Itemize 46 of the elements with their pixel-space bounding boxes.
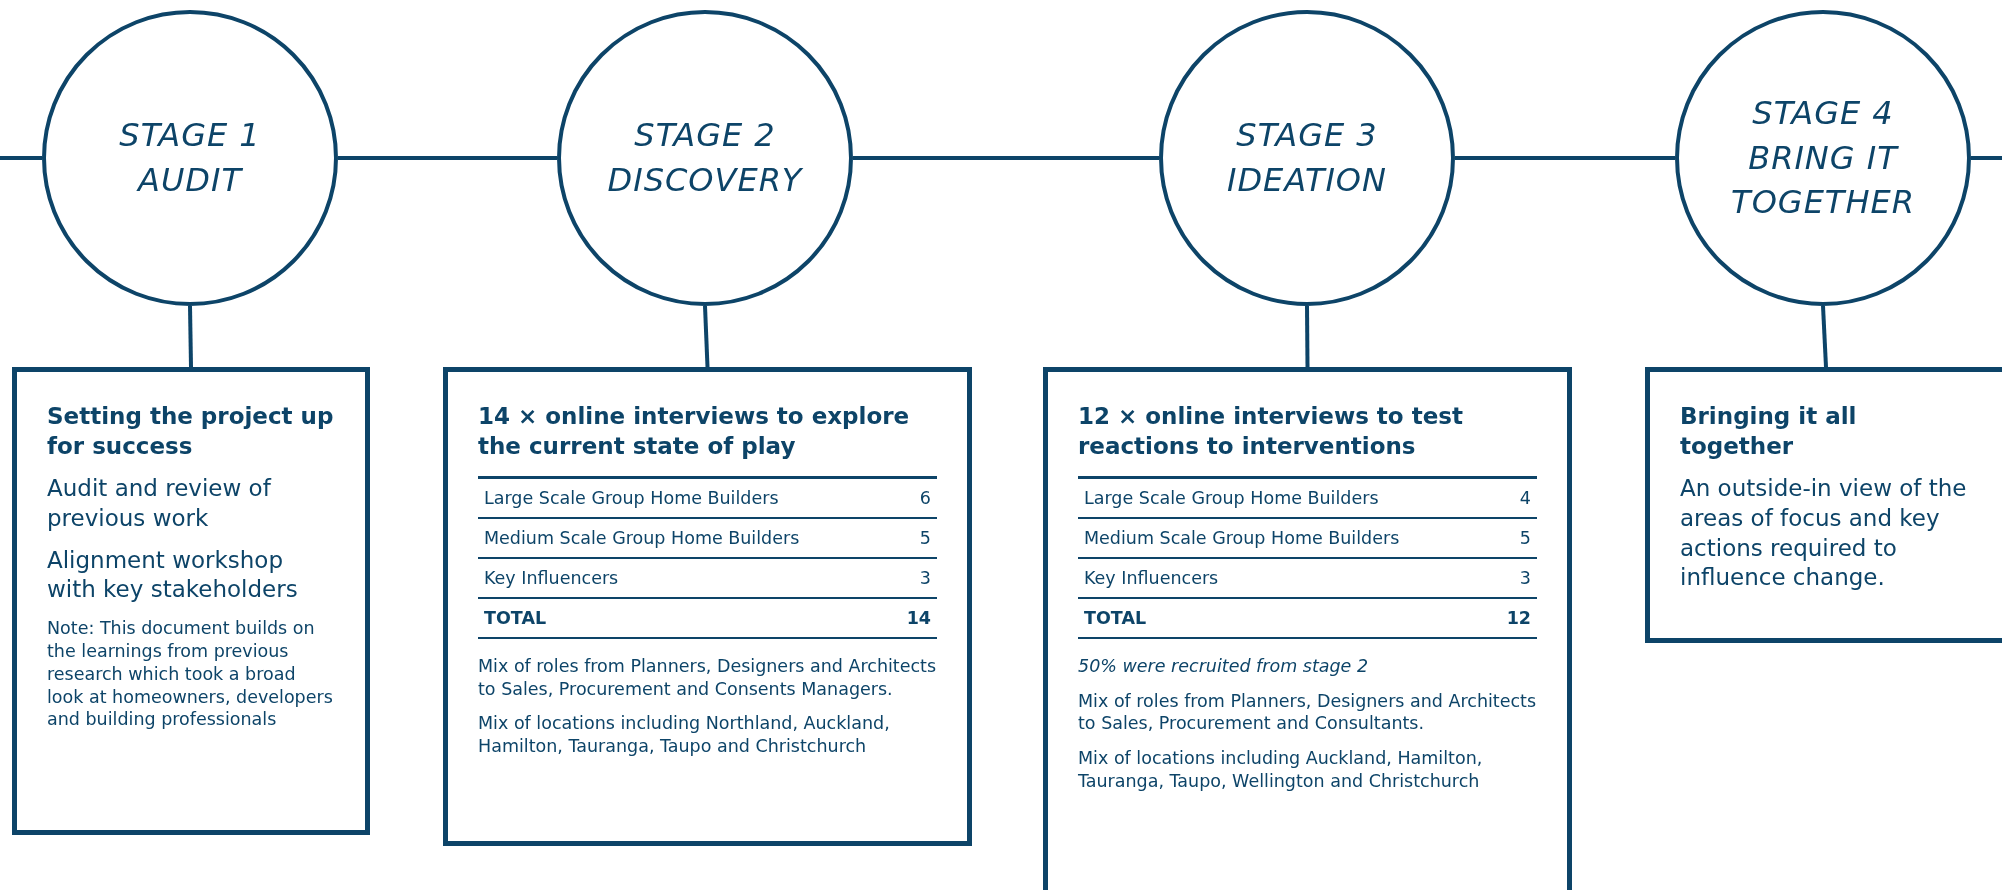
table-cell: TOTAL [478,598,901,639]
stage-card [1645,367,2002,643]
table-cell: 4 [1500,478,1537,519]
table-cell: Medium Scale Group Home Builders [1078,518,1501,559]
table-cell: Medium Scale Group Home Builders [478,518,901,559]
note-text: Note: This document builds on the learnings from previous research which took a broad look at homeowners, developers and building professionals [47,617,334,732]
stage-title: STAGE 4 BRING IT TOGETHER [1730,92,1916,224]
card-heading: Bringing it all together [1680,402,1858,461]
card-heading: 14 × online interviews to explore the current state of play [478,402,911,461]
note-text: Mix of locations including Auckland, Hamilton, Tauranga, Taupo, Wellington and Christchurch [1078,747,1484,793]
connector-line [1971,156,2002,160]
connector-line [1305,306,1310,367]
connector-line [1821,305,1828,368]
note-text: 50% were recruited from stage 2 [1078,654,1370,678]
card-heading: Setting the project up for success [47,402,335,461]
connector-line [703,305,710,368]
table-cell: 3 [900,558,937,599]
stage-card [12,367,370,835]
connector-line [1455,156,1675,160]
table-cell: 5 [1500,518,1537,559]
table-cell: Key Influencers [478,558,901,599]
card-text: An outside-in view of the areas of focus and key actions required to influence change. [1680,473,1968,593]
note-text: Mix of locations including Northland, Auckland, Hamilton, Tauranga, Taupo and Christchurch [478,712,891,758]
note-text: Mix of roles from Planners, Designers and Architects to Sales, Procurement and Consents Managers. [478,654,937,701]
connector-line [853,156,1159,160]
connector-line [188,305,193,368]
card-heading: 12 × online interviews to test reactions to interventions [1078,402,1464,461]
stage-card [443,367,972,846]
card-text: Alignment workshop with key stakeholders [47,545,299,605]
table-cell: 6 [900,478,937,519]
stage-title: STAGE 3 IDEATION [1226,115,1388,201]
table-cell: 12 [1500,598,1537,639]
stage-title: STAGE 2 DISCOVERY [606,115,804,201]
table-cell: Key Influencers [1078,558,1501,599]
card-text: Audit and review of previous work [47,473,273,533]
note-text: Mix of roles from Planners, Designers and Architects to Sales, Procurement and Consultants. [1078,689,1537,736]
stage-card [1043,367,1572,890]
connector-line [0,156,42,160]
table-cell: 3 [1500,558,1537,599]
connector-line [338,156,557,160]
table-cell: 14 [900,598,937,639]
table-cell: 5 [900,518,937,559]
table-cell: Large Scale Group Home Builders [1078,478,1501,519]
table-cell: Large Scale Group Home Builders [478,478,901,519]
stage-title: STAGE 1 AUDIT [118,115,262,201]
table-cell: TOTAL [1078,598,1501,639]
